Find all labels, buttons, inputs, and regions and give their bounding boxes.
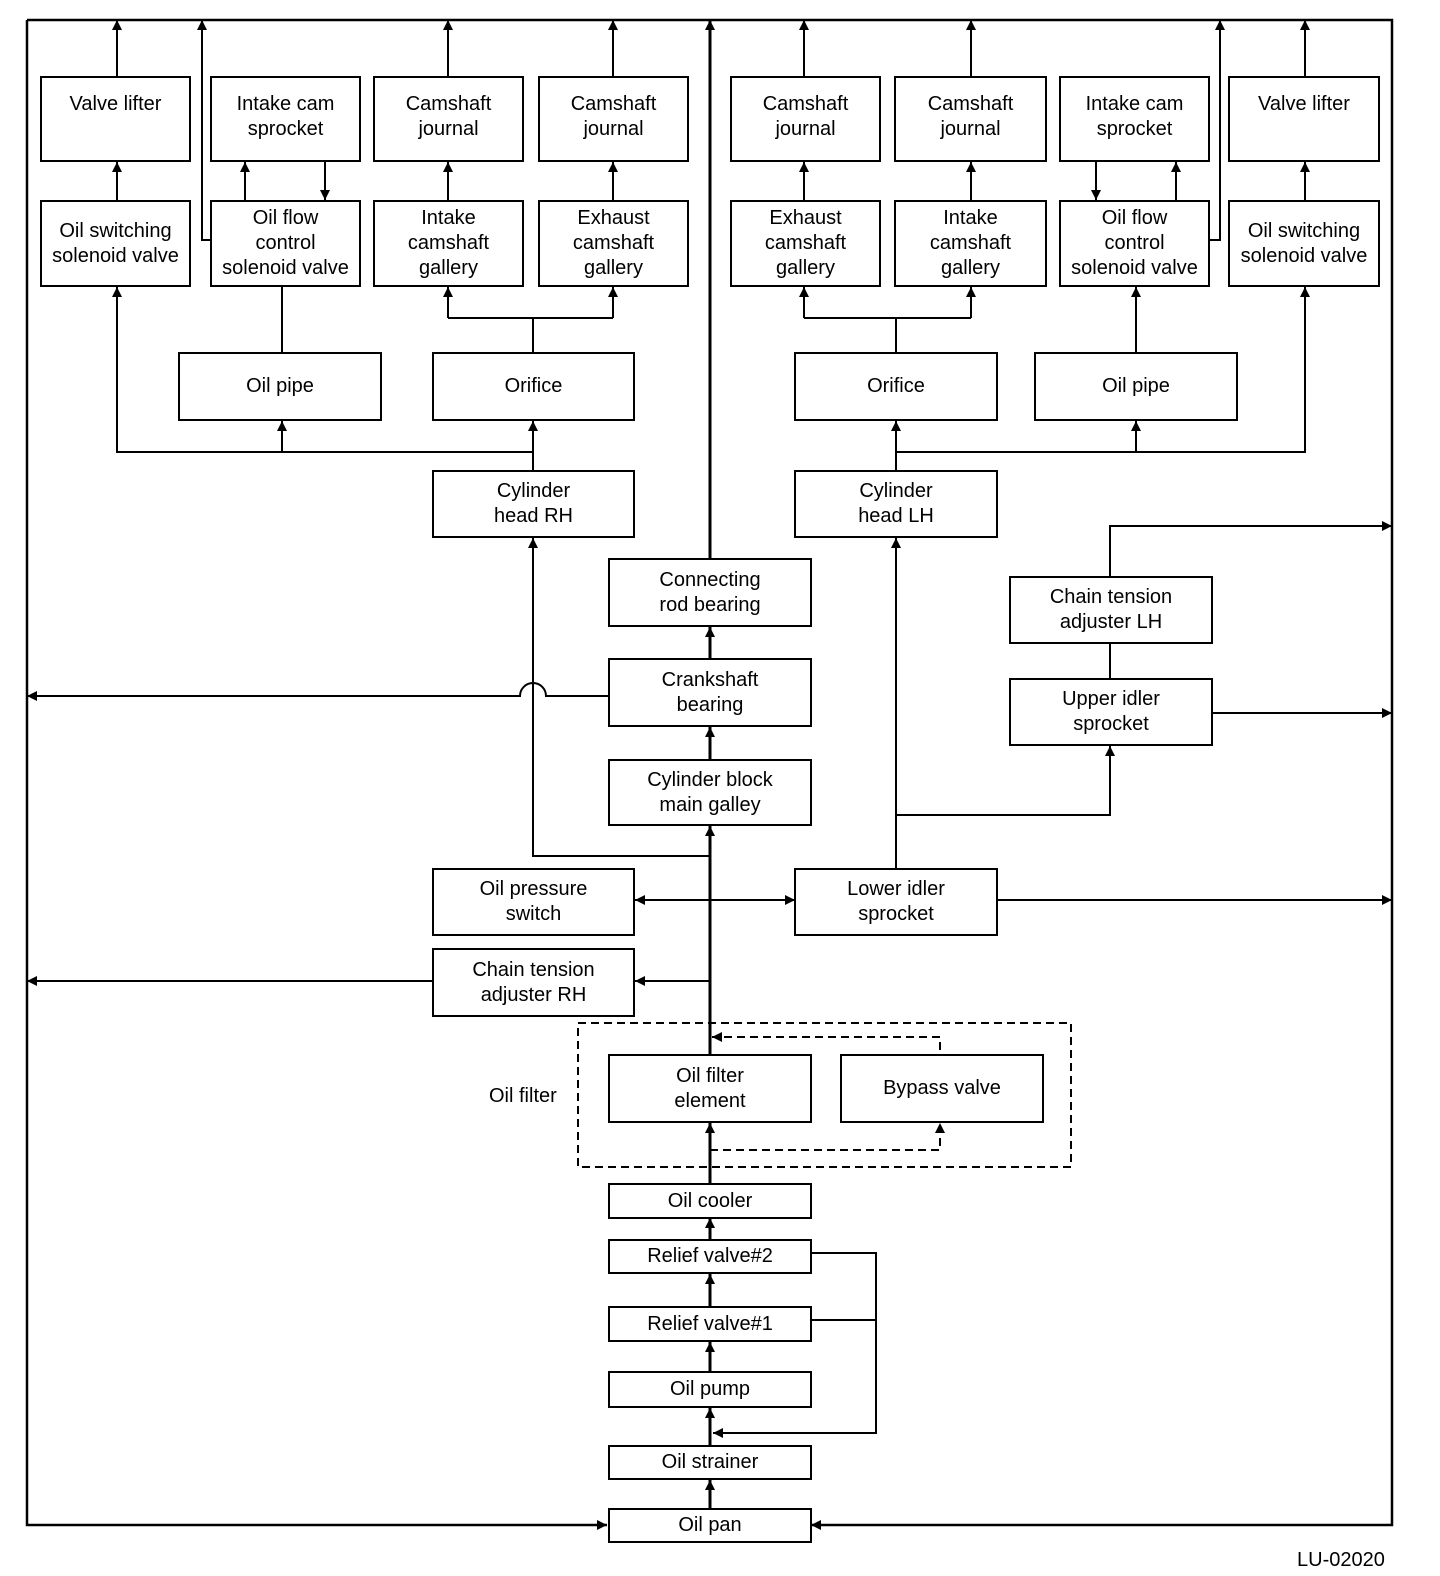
intake-camshaft-gallery-lh: Intake camshaft gallery <box>894 200 1047 287</box>
camshaft-journal-exhaust-rh: Camshaft journal <box>538 76 689 162</box>
oil-flow-control-solenoid-valve-lh: Oil flow control solenoid valve <box>1059 200 1210 287</box>
figure-code: LU-02020 <box>1297 1549 1385 1571</box>
relief-valve-2: Relief valve#2 <box>608 1239 812 1274</box>
valve-lifter-lh: Valve lifter <box>1228 76 1380 162</box>
intake-camshaft-gallery-rh: Intake camshaft gallery <box>373 200 524 287</box>
chain-tension-adjuster-lh: Chain tension adjuster LH <box>1009 576 1213 644</box>
oil-switching-solenoid-valve-rh: Oil switching solenoid valve <box>40 200 191 287</box>
upper-idler-sprocket: Upper idler sprocket <box>1009 678 1213 746</box>
lower-idler-sprocket: Lower idler sprocket <box>794 868 998 936</box>
oil-strainer: Oil strainer <box>608 1445 812 1480</box>
exhaust-camshaft-gallery-lh: Exhaust camshaft gallery <box>730 200 881 287</box>
oil-filter-label: Oil filter <box>489 1085 557 1107</box>
cylinder-head-lh: Cylinder head LH <box>794 470 998 538</box>
crankshaft-bearing: Crankshaft bearing <box>608 658 812 727</box>
relief-valve-1: Relief valve#1 <box>608 1306 812 1342</box>
oil-flow-control-solenoid-valve-rh: Oil flow control solenoid valve <box>210 200 361 287</box>
oil-pipe-lh: Oil pipe <box>1034 352 1238 421</box>
oil-pan: Oil pan <box>608 1508 812 1543</box>
oil-pipe-rh: Oil pipe <box>178 352 382 421</box>
cylinder-block-main-galley: Cylinder block main galley <box>608 759 812 826</box>
intake-cam-sprocket-rh: Intake cam sprocket <box>210 76 361 162</box>
oil-switching-solenoid-valve-lh: Oil switching solenoid valve <box>1228 200 1380 287</box>
oil-pump: Oil pump <box>608 1371 812 1408</box>
orifice-rh: Orifice <box>432 352 635 421</box>
intake-cam-sprocket-lh: Intake cam sprocket <box>1059 76 1210 162</box>
cylinder-head-rh: Cylinder head RH <box>432 470 635 538</box>
bypass-valve: Bypass valve <box>840 1054 1044 1123</box>
orifice-lh: Orifice <box>794 352 998 421</box>
oil-filter-element: Oil filter element <box>608 1054 812 1123</box>
chain-tension-adjuster-rh: Chain tension adjuster RH <box>432 948 635 1017</box>
valve-lifter-rh: Valve lifter <box>40 76 191 162</box>
camshaft-journal-intake-rh: Camshaft journal <box>373 76 524 162</box>
oil-pressure-switch: Oil pressure switch <box>432 868 635 936</box>
exhaust-camshaft-gallery-rh: Exhaust camshaft gallery <box>538 200 689 287</box>
camshaft-journal-intake-lh: Camshaft journal <box>894 76 1047 162</box>
connecting-rod-bearing: Connecting rod bearing <box>608 558 812 627</box>
camshaft-journal-exhaust-lh: Camshaft journal <box>730 76 881 162</box>
oil-cooler: Oil cooler <box>608 1183 812 1219</box>
